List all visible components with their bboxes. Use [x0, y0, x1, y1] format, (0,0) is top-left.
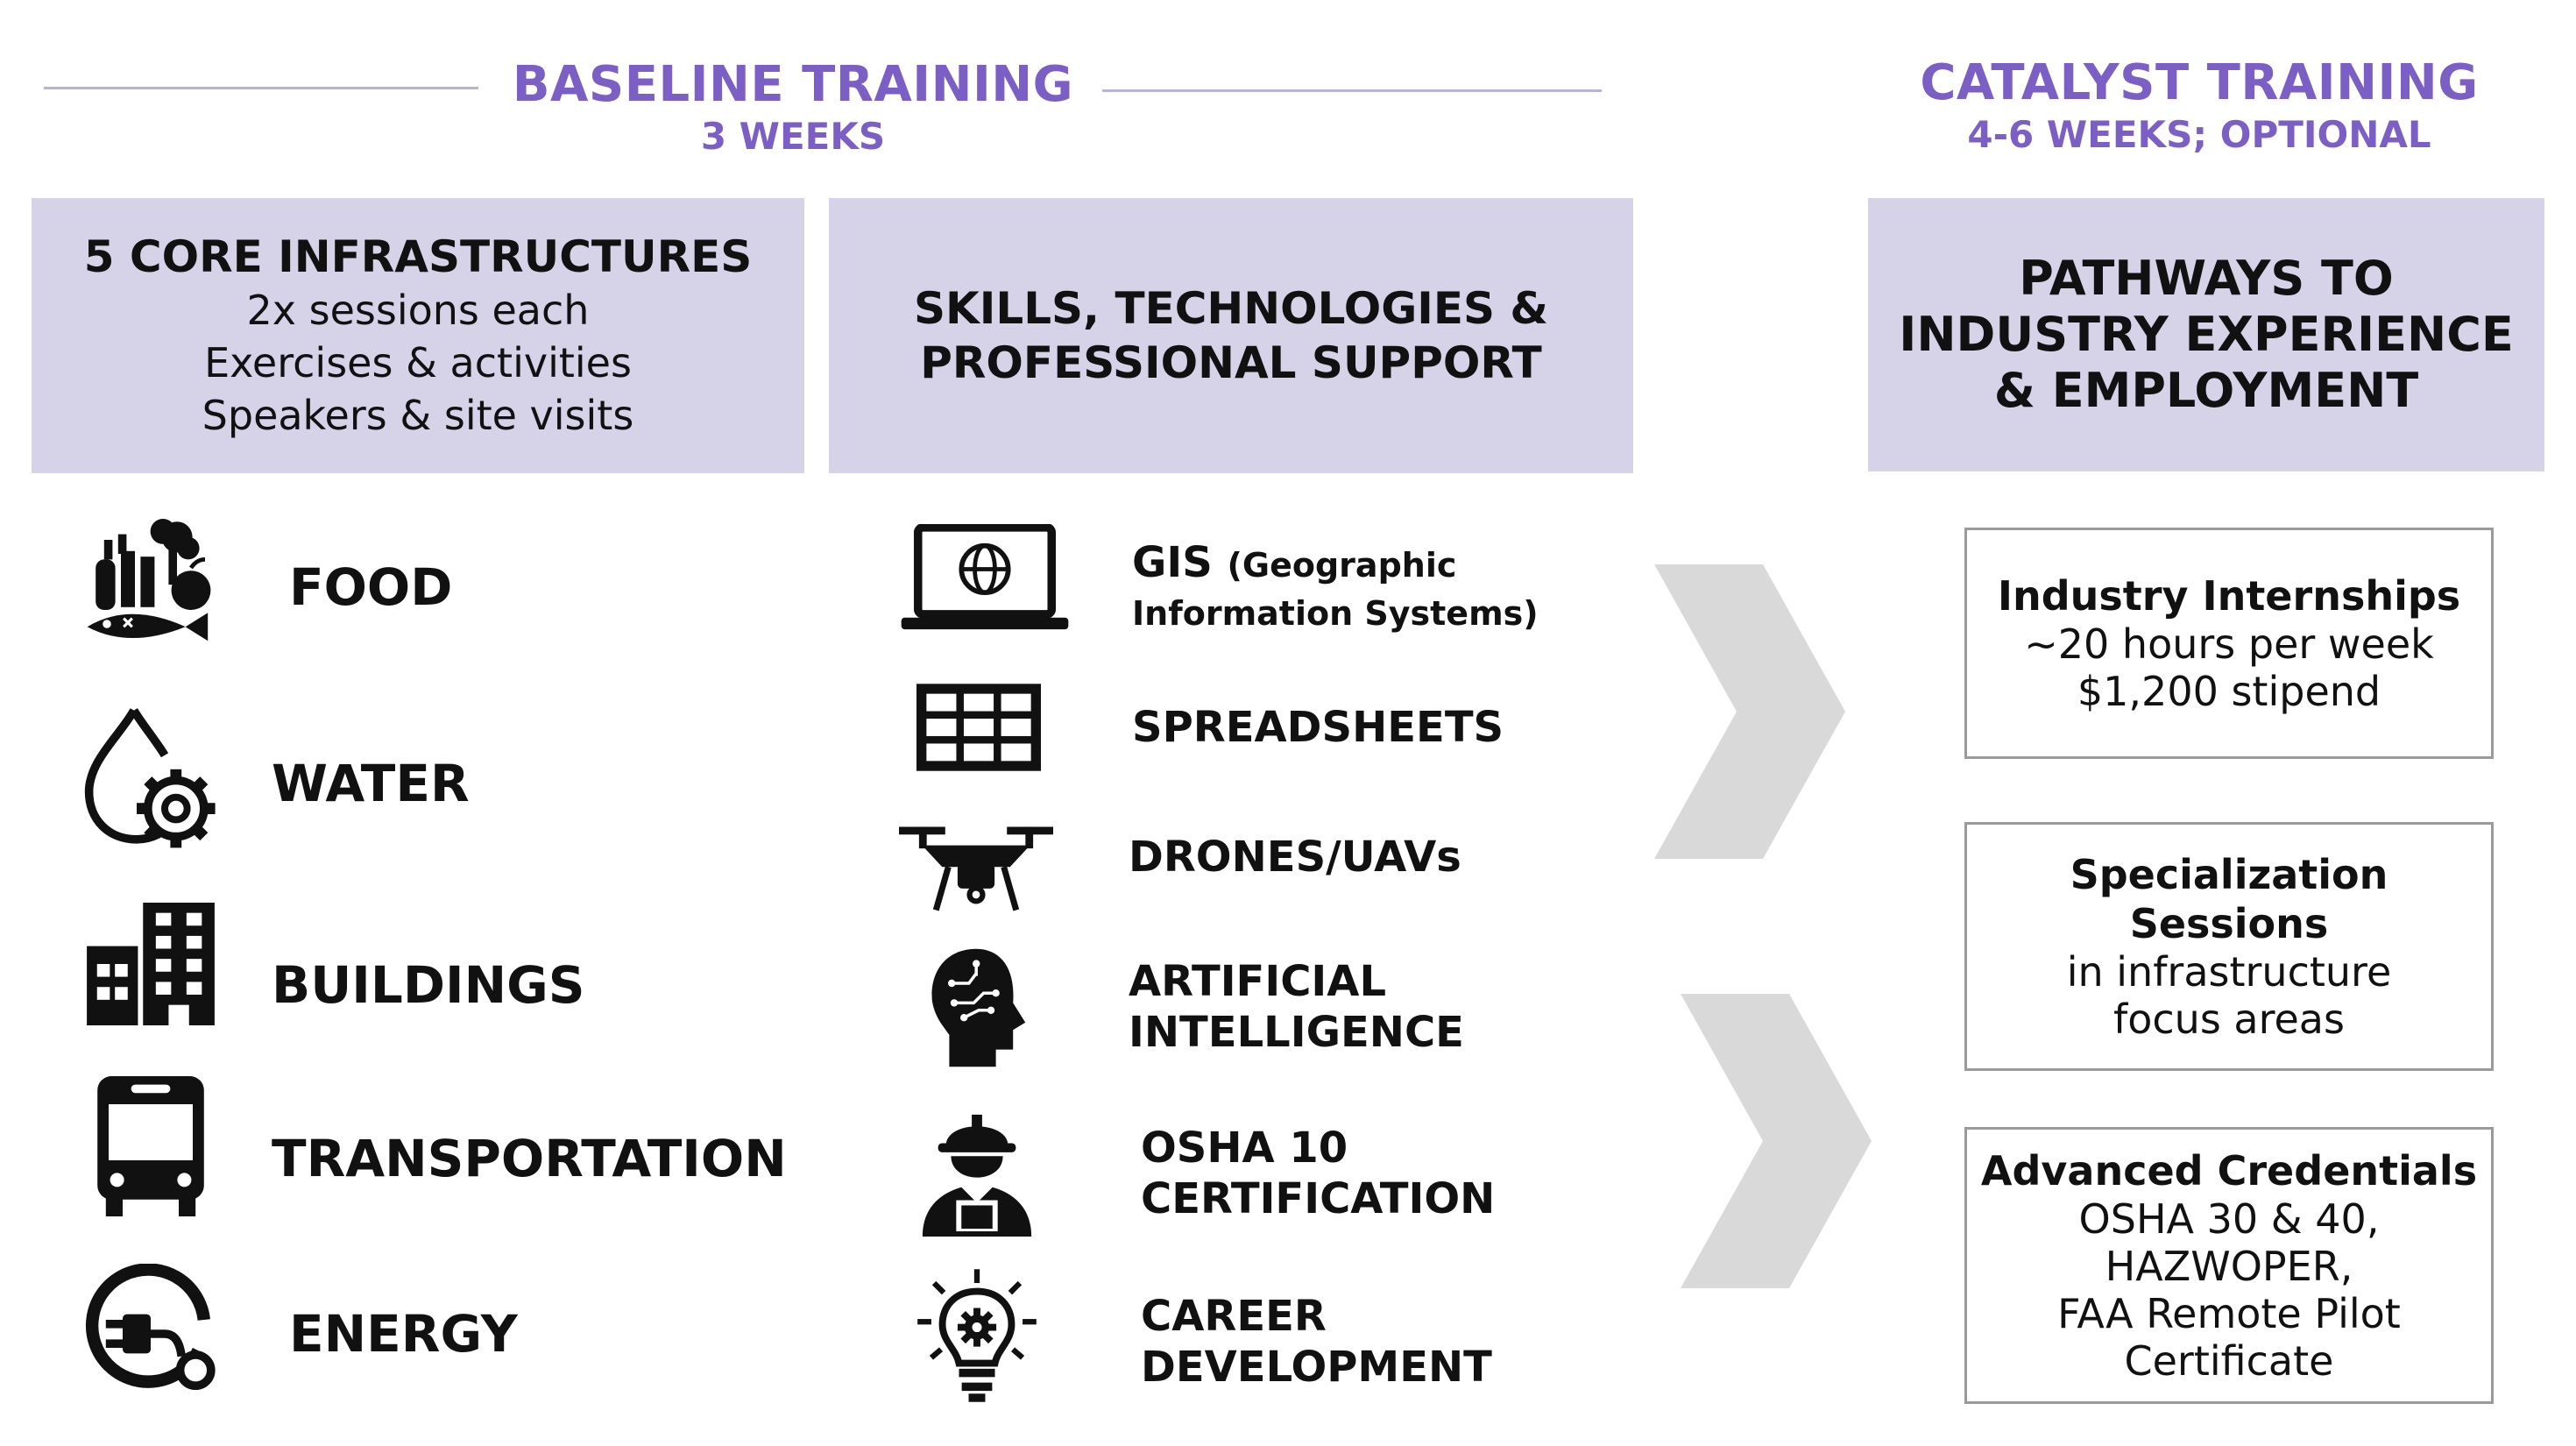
chevron-right-icon [1681, 994, 1872, 1288]
skill-label-osha-2: CERTIFICATION [1141, 1174, 1496, 1223]
water-gear-icon [81, 705, 221, 854]
core-box-line: Speakers & site visits [202, 392, 634, 439]
skills-box: SKILLS, TECHNOLOGIES & PROFESSIONAL SUPP… [829, 198, 1633, 473]
pathway-card-specialization: Specialization Sessions in infrastructur… [1964, 822, 2494, 1071]
card-line: ~20 hours per week [2024, 620, 2434, 668]
ai-head-icon [927, 946, 1030, 1069]
baseline-rule-left [44, 87, 478, 89]
bus-icon [95, 1076, 207, 1216]
card-line: OSHA 30 & 40, [2078, 1195, 2380, 1243]
skill-label-osha-1: OSHA 10 [1141, 1123, 1348, 1173]
catalyst-title-text: CATALYST TRAINING [1920, 54, 2479, 111]
baseline-rule-right [1102, 89, 1602, 92]
skill-label-gis: GIS (Geographic [1132, 536, 1456, 592]
pathways-box-line: PATHWAYS TO [2019, 251, 2394, 306]
infra-label-energy: ENERGY [289, 1304, 518, 1364]
pathways-box: PATHWAYS TO INDUSTRY EXPERIENCE & EMPLOY… [1868, 198, 2544, 471]
skill-label-drones: DRONES/UAVs [1129, 833, 1461, 882]
skill-label-career-1: CAREER [1141, 1292, 1327, 1341]
pathways-box-line: & EMPLOYMENT [1993, 363, 2419, 418]
infra-label-food: FOOD [289, 557, 453, 617]
pathway-card-credentials: Advanced Credentials OSHA 30 & 40, HAZWO… [1964, 1127, 2494, 1404]
skills-box-line: SKILLS, TECHNOLOGIES & [913, 283, 1549, 334]
pathways-box-line: INDUSTRY EXPERIENCE [1899, 307, 2514, 362]
card-title: Advanced Credentials [1980, 1147, 2478, 1194]
card-line: focus areas [2113, 996, 2345, 1043]
skills-box-line: PROFESSIONAL SUPPORT [920, 337, 1542, 388]
baseline-title: BASELINE TRAINING 3 WEEKS [491, 56, 1095, 159]
core-box-title: 5 CORE INFRASTRUCTURES [83, 231, 753, 282]
skill-label-career-2: DEVELOPMENT [1141, 1343, 1492, 1392]
catalyst-title: CATALYST TRAINING 4-6 WEEKS; OPTIONAL [1884, 54, 2515, 158]
skill-label-ai-1: ARTIFICIAL [1129, 957, 1387, 1006]
infra-label-buildings: BUILDINGS [272, 955, 585, 1015]
card-title: Industry Internships [1997, 572, 2461, 620]
spreadsheet-icon [916, 684, 1041, 771]
card-line: Certificate [2124, 1337, 2334, 1385]
laptop-globe-icon [901, 524, 1069, 631]
card-line: HAZWOPER, [2105, 1243, 2353, 1290]
energy-plug-icon [81, 1264, 221, 1404]
catalyst-subtitle: 4-6 WEEKS; OPTIONAL [1967, 113, 2431, 156]
buildings-icon [86, 903, 216, 1025]
card-line: $1,200 stipend [2077, 668, 2381, 715]
pathway-card-internships: Industry Internships ~20 hours per week … [1964, 528, 2494, 759]
worker-helmet-icon [915, 1106, 1039, 1237]
lightbulb-gear-icon [915, 1265, 1039, 1406]
infra-label-transportation: TRANSPORTATION [272, 1129, 787, 1188]
core-box-line: 2x sessions each [246, 287, 590, 334]
core-infrastructures-box: 5 CORE INFRASTRUCTURES 2x sessions each … [32, 198, 804, 473]
skill-label-spreadsheets: SPREADSHEETS [1132, 703, 1504, 752]
skill-label-ai-2: INTELLIGENCE [1129, 1008, 1464, 1057]
drone-icon [899, 820, 1053, 917]
food-icon [79, 512, 219, 652]
card-line: in infrastructure [2066, 948, 2392, 996]
card-title: Specialization Sessions [2070, 851, 2388, 947]
chevron-right-icon [1654, 564, 1845, 859]
core-box-line: Exercises & activities [204, 339, 632, 386]
baseline-subtitle: 3 WEEKS [700, 115, 886, 158]
infra-label-water: WATER [272, 754, 470, 813]
card-line: FAA Remote Pilot [2057, 1290, 2401, 1337]
skill-gis-detail-2: Information Systems) [1132, 594, 1539, 633]
skill-gis-title: GIS [1132, 538, 1213, 587]
skill-gis-detail: (Geographic [1227, 546, 1457, 585]
baseline-title-text: BASELINE TRAINING [512, 56, 1074, 113]
